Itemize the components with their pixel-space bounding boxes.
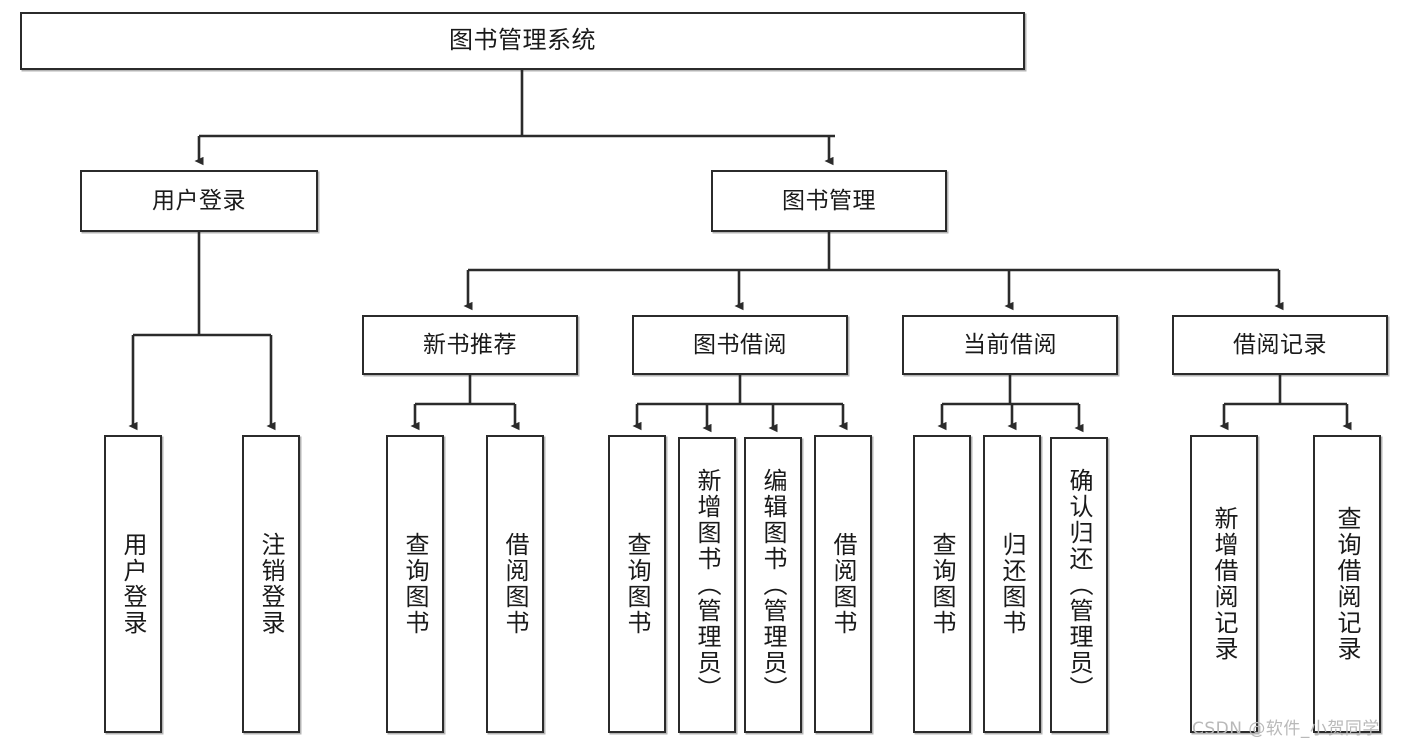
node-label: 新增图书（管理员） — [693, 468, 721, 702]
node-leaf-query-borrow-record[interactable]: 查询借阅记录 — [1313, 435, 1381, 733]
node-leaf-edit-book-admin[interactable]: 编辑图书（管理员） — [744, 437, 802, 733]
edge-borrowrecord-to-leaves — [1219, 375, 1352, 431]
edge-userlogin-to-leaves — [128, 232, 276, 431]
node-label: 归还图书 — [998, 532, 1026, 636]
node-label: 图书管理 — [782, 187, 876, 214]
node-leaf-confirm-return-admin[interactable]: 确认归还（管理员） — [1050, 437, 1108, 733]
edge-bookmanage-to-level3 — [463, 232, 1284, 311]
node-label: 用户登录 — [152, 187, 246, 214]
node-label: 新书推荐 — [423, 331, 517, 358]
node-user-login[interactable]: 用户登录 — [80, 170, 318, 232]
node-label: 新增借阅记录 — [1210, 506, 1238, 662]
node-leaf-return-book[interactable]: 归还图书 — [983, 435, 1041, 733]
csdn-watermark: CSDN @软件_小贺同学 — [1192, 719, 1380, 739]
node-leaf-add-borrow-record[interactable]: 新增借阅记录 — [1190, 435, 1258, 733]
node-book-management[interactable]: 图书管理 — [711, 170, 947, 232]
node-new-book-recommendation[interactable]: 新书推荐 — [362, 315, 578, 375]
node-label: 用户登录 — [119, 532, 147, 636]
node-book-borrow[interactable]: 图书借阅 — [632, 315, 848, 375]
node-label: 查询图书 — [928, 532, 956, 636]
node-label: 查询借阅记录 — [1333, 506, 1361, 662]
node-label: 借阅记录 — [1233, 331, 1327, 358]
node-current-borrow[interactable]: 当前借阅 — [902, 315, 1118, 375]
node-label: 借阅图书 — [501, 532, 529, 636]
node-label: 借阅图书 — [829, 532, 857, 636]
edge-root-to-level2 — [194, 70, 835, 166]
edge-currentborrow-to-leaves — [937, 375, 1084, 433]
node-leaf-borrow-book-recommendation[interactable]: 借阅图书 — [486, 435, 544, 733]
node-leaf-query-book-current[interactable]: 查询图书 — [913, 435, 971, 733]
node-leaf-logout-login[interactable]: 注销登录 — [242, 435, 300, 733]
node-book-management-system[interactable]: 图书管理系统 — [20, 12, 1025, 70]
node-label: 图书管理系统 — [449, 26, 596, 55]
node-leaf-query-book-recommendation[interactable]: 查询图书 — [386, 435, 444, 733]
node-label: 确认归还（管理员） — [1065, 468, 1093, 702]
edge-newbookrec-to-leaves — [410, 375, 520, 431]
node-leaf-borrow-book[interactable]: 借阅图书 — [814, 435, 872, 733]
node-leaf-add-book-admin[interactable]: 新增图书（管理员） — [678, 437, 736, 733]
node-borrow-record[interactable]: 借阅记录 — [1172, 315, 1388, 375]
node-label: 当前借阅 — [963, 331, 1057, 358]
node-label: 查询图书 — [401, 532, 429, 636]
node-leaf-user-login[interactable]: 用户登录 — [104, 435, 162, 733]
edge-bookborrow-to-leaves — [632, 375, 848, 433]
node-leaf-query-book-borrow[interactable]: 查询图书 — [608, 435, 666, 733]
node-label: 图书借阅 — [693, 331, 787, 358]
node-label: 编辑图书（管理员） — [759, 468, 787, 702]
node-label: 注销登录 — [257, 532, 285, 636]
node-label: 查询图书 — [623, 532, 651, 636]
